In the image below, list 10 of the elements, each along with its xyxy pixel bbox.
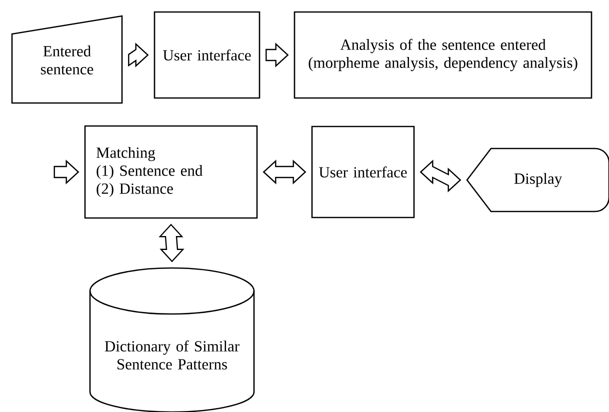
process-box: User interface	[154, 11, 260, 99]
block-arrow	[54, 160, 80, 184]
block-arrow	[266, 42, 289, 68]
process-box: Analysis of the sentence entered (morpheme analysis, dependency analysis)	[294, 11, 592, 99]
input-box: Entered sentence	[11, 15, 123, 104]
block-arrow	[128, 42, 149, 68]
process-box: Matching (1) Sentence end (2) Distance	[84, 125, 258, 219]
database-cylinder: Dictionary of Similar Sentence Patterns	[89, 267, 255, 412]
node-label: Dictionary of Similar Sentence Patterns	[104, 340, 240, 370]
process-box: User interface	[311, 126, 415, 218]
